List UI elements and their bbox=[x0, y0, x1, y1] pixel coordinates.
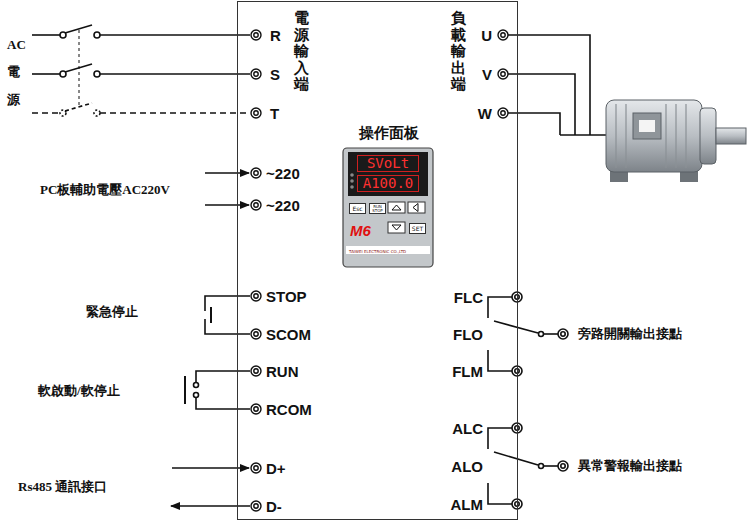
contact-label: 旁路開關輸出接點 bbox=[578, 325, 682, 343]
emergency-stop-switch bbox=[205, 296, 250, 334]
panel-button: Esc bbox=[349, 203, 366, 214]
soft-start-switch bbox=[185, 371, 250, 409]
panel-title: 操作面板 bbox=[359, 124, 419, 143]
rs485-arrows bbox=[171, 468, 250, 506]
terminal-name: D- bbox=[266, 498, 282, 515]
panel-button: SET bbox=[409, 223, 426, 234]
terminal-name: ~220 bbox=[266, 197, 300, 214]
terminal-name: RCOM bbox=[266, 401, 312, 418]
aux-voltage-label: PC板輔助電壓AC220V bbox=[40, 181, 170, 199]
function-label: 緊急停止 bbox=[86, 303, 138, 321]
terminal-name: S bbox=[270, 66, 280, 83]
terminal-name: FLM bbox=[452, 363, 483, 380]
terminal-name: SCOM bbox=[266, 326, 311, 343]
function-label: 軟啟動/軟停止 bbox=[38, 382, 120, 400]
motor-wires bbox=[508, 35, 612, 135]
terminal-name: FLO bbox=[453, 326, 483, 343]
terminal-name: ALC bbox=[452, 420, 483, 437]
motor-illustration bbox=[606, 100, 746, 182]
terminal-name: STOP bbox=[266, 288, 307, 305]
display-line: SVoLt bbox=[357, 155, 419, 172]
function-label: Rs485 通訊接口 bbox=[18, 478, 107, 496]
terminal-name: R bbox=[270, 27, 281, 44]
terminal-name: W bbox=[478, 105, 492, 122]
operation-panel: 操作面板SVoLtA100.0EscRUN STOPM6SETTAIWEI EL… bbox=[344, 149, 434, 268]
model-name: M6 bbox=[350, 222, 371, 239]
operation-panel-art bbox=[343, 148, 433, 267]
terminal-name: ~220 bbox=[266, 165, 300, 182]
terminal-name: V bbox=[482, 66, 492, 83]
terminal-name: T bbox=[270, 105, 279, 122]
maker-name: TAIWEI ELECTRONIC CO.,LTD bbox=[349, 249, 406, 254]
output-side-label: 負載輸出端 bbox=[451, 10, 466, 93]
terminal-name: ALM bbox=[451, 496, 484, 513]
alarm-relay-contact bbox=[488, 423, 568, 509]
terminal-name: RUN bbox=[266, 363, 299, 380]
aux-voltage-arrows bbox=[205, 173, 249, 205]
terminal-name: FLC bbox=[454, 289, 483, 306]
panel-button: RUN STOP bbox=[369, 203, 386, 214]
terminal-name: U bbox=[481, 27, 492, 44]
supply-label: AC 電源 bbox=[7, 31, 28, 113]
terminal-name: ALO bbox=[451, 458, 483, 475]
input-side-label: 電源輸入端 bbox=[294, 10, 309, 93]
ac-supply-switch bbox=[32, 25, 250, 116]
display-line: A100.0 bbox=[357, 175, 419, 192]
terminal-name: D+ bbox=[266, 460, 286, 477]
terminal-circles bbox=[251, 30, 508, 511]
bypass-relay-contact bbox=[488, 292, 568, 376]
contact-label: 異常警報輸出接點 bbox=[578, 457, 682, 475]
